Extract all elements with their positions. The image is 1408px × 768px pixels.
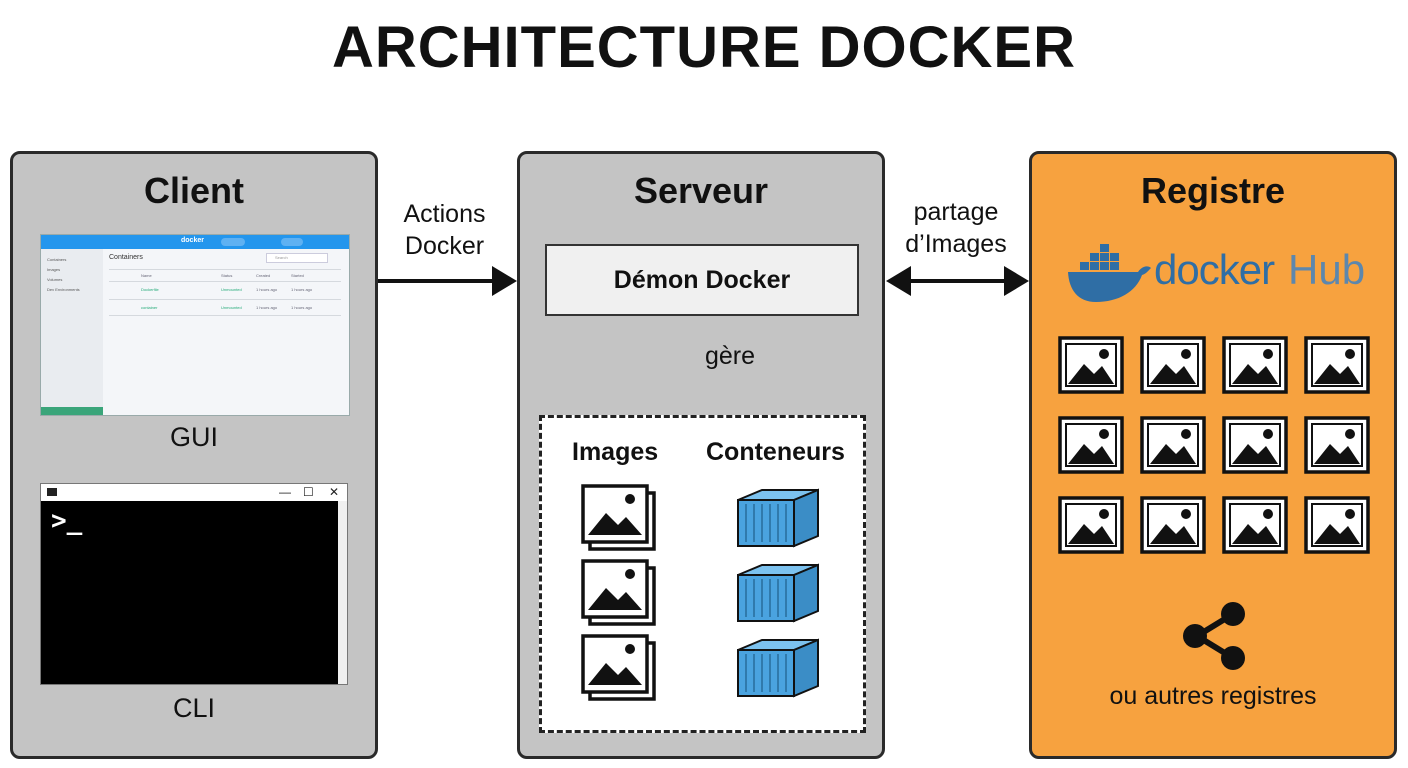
other-registries-label: ou autres registres bbox=[1109, 682, 1317, 710]
image-icon bbox=[1222, 416, 1288, 474]
image-icon bbox=[1222, 496, 1288, 554]
image-icon bbox=[1140, 496, 1206, 554]
cli-prompt: >_ bbox=[51, 506, 83, 536]
containers-heading: Conteneurs bbox=[706, 438, 845, 466]
gui-screenshot: docker Containers Images Volumes Dev Env… bbox=[40, 234, 350, 416]
gui-sidebar-item: Containers bbox=[47, 257, 67, 262]
client-to-server-arrow bbox=[378, 266, 517, 296]
gui-topbar: docker bbox=[41, 235, 349, 249]
gui-row-started: 1 hours ago bbox=[291, 305, 313, 310]
shipping-container-icon bbox=[737, 638, 819, 698]
gui-divider bbox=[109, 315, 341, 316]
image-icon bbox=[1304, 336, 1370, 394]
gui-app-name: docker bbox=[181, 237, 204, 244]
gui-column-header: Status bbox=[221, 273, 233, 278]
image-icon bbox=[1222, 336, 1288, 394]
share-icon bbox=[1183, 602, 1245, 670]
registry-panel: Registre docker Hub ou autres registres bbox=[1029, 151, 1397, 759]
cli-titlebar: — ☐ ✕ bbox=[41, 484, 347, 501]
image-icon bbox=[1058, 336, 1124, 394]
image-sharing-label: partage d’Images bbox=[905, 198, 1007, 258]
gui-topbar-pill bbox=[281, 238, 303, 246]
gui-sidebar-item: Dev Environments bbox=[47, 287, 80, 292]
gui-row-name: container bbox=[141, 305, 158, 310]
gui-column-header: Created bbox=[256, 273, 271, 278]
image-stack-icon bbox=[581, 484, 656, 551]
client-title: Client bbox=[143, 170, 244, 211]
gui-divider bbox=[109, 299, 341, 300]
gui-column-header: Started bbox=[291, 273, 304, 278]
diagram-title: ARCHITECTURE DOCKER bbox=[332, 15, 1076, 80]
images-heading: Images bbox=[572, 438, 659, 466]
image-icon bbox=[1304, 496, 1370, 554]
shipping-container-icon bbox=[737, 563, 819, 623]
registry-title: Registre bbox=[1140, 170, 1286, 211]
manages-label: gère bbox=[705, 342, 756, 370]
maximize-icon[interactable]: ☐ bbox=[303, 485, 314, 499]
gui-row-status: Unmounted bbox=[221, 287, 242, 292]
gui-topbar-pill bbox=[221, 238, 245, 246]
gui-divider bbox=[109, 269, 341, 270]
docker-whale-icon bbox=[1068, 244, 1151, 302]
gui-section-title: Containers bbox=[109, 254, 143, 261]
gui-sidebar: Containers Images Volumes Dev Environmen… bbox=[41, 249, 103, 415]
images-containers-store: Images Conteneurs bbox=[539, 415, 866, 733]
gui-status-bar bbox=[41, 407, 103, 415]
cli-label: CLI bbox=[172, 693, 216, 723]
gui-row-started: 1 hours ago bbox=[291, 287, 313, 292]
docker-hub-word: Hub bbox=[1288, 246, 1366, 293]
image-stack-icon bbox=[581, 559, 656, 626]
image-stack-icon bbox=[581, 634, 656, 701]
minimize-icon[interactable]: — bbox=[279, 485, 291, 499]
gui-row-name: Dockerfile bbox=[141, 287, 159, 292]
shipping-container-icon bbox=[737, 488, 819, 548]
docker-hub-logo: docker Hub bbox=[1066, 240, 1366, 304]
close-icon[interactable]: ✕ bbox=[329, 485, 340, 499]
gui-column-header: Name bbox=[141, 273, 152, 278]
gui-divider bbox=[109, 281, 341, 282]
server-panel: Serveur Démon Docker Images Conteneurs bbox=[517, 151, 885, 759]
gui-sidebar-item: Images bbox=[47, 267, 61, 272]
actions-docker-label: Actions Docker bbox=[403, 200, 486, 260]
image-icon bbox=[1140, 416, 1206, 474]
gui-sidebar-item: Volumes bbox=[47, 277, 63, 282]
server-registry-arrow bbox=[886, 266, 1029, 296]
docker-hub-brand: docker bbox=[1154, 246, 1275, 293]
cli-scrollbar[interactable] bbox=[338, 501, 347, 684]
gui-row-created: 1 hours ago bbox=[256, 305, 278, 310]
image-icon bbox=[1304, 416, 1370, 474]
image-icon bbox=[1140, 336, 1206, 394]
terminal-icon bbox=[47, 488, 57, 496]
gui-label: GUI bbox=[169, 422, 218, 452]
gui-search-input: Search bbox=[266, 253, 328, 263]
image-icon bbox=[1058, 496, 1124, 554]
docker-daemon-box: Démon Docker bbox=[545, 244, 859, 316]
gui-row-created: 1 hours ago bbox=[256, 287, 278, 292]
gui-row-status: Unmounted bbox=[221, 305, 242, 310]
image-icon bbox=[1058, 416, 1124, 474]
server-title: Serveur bbox=[633, 170, 769, 211]
cli-window: — ☐ ✕ >_ bbox=[40, 483, 348, 685]
client-panel: Client docker Containers Images Volumes … bbox=[10, 151, 378, 759]
